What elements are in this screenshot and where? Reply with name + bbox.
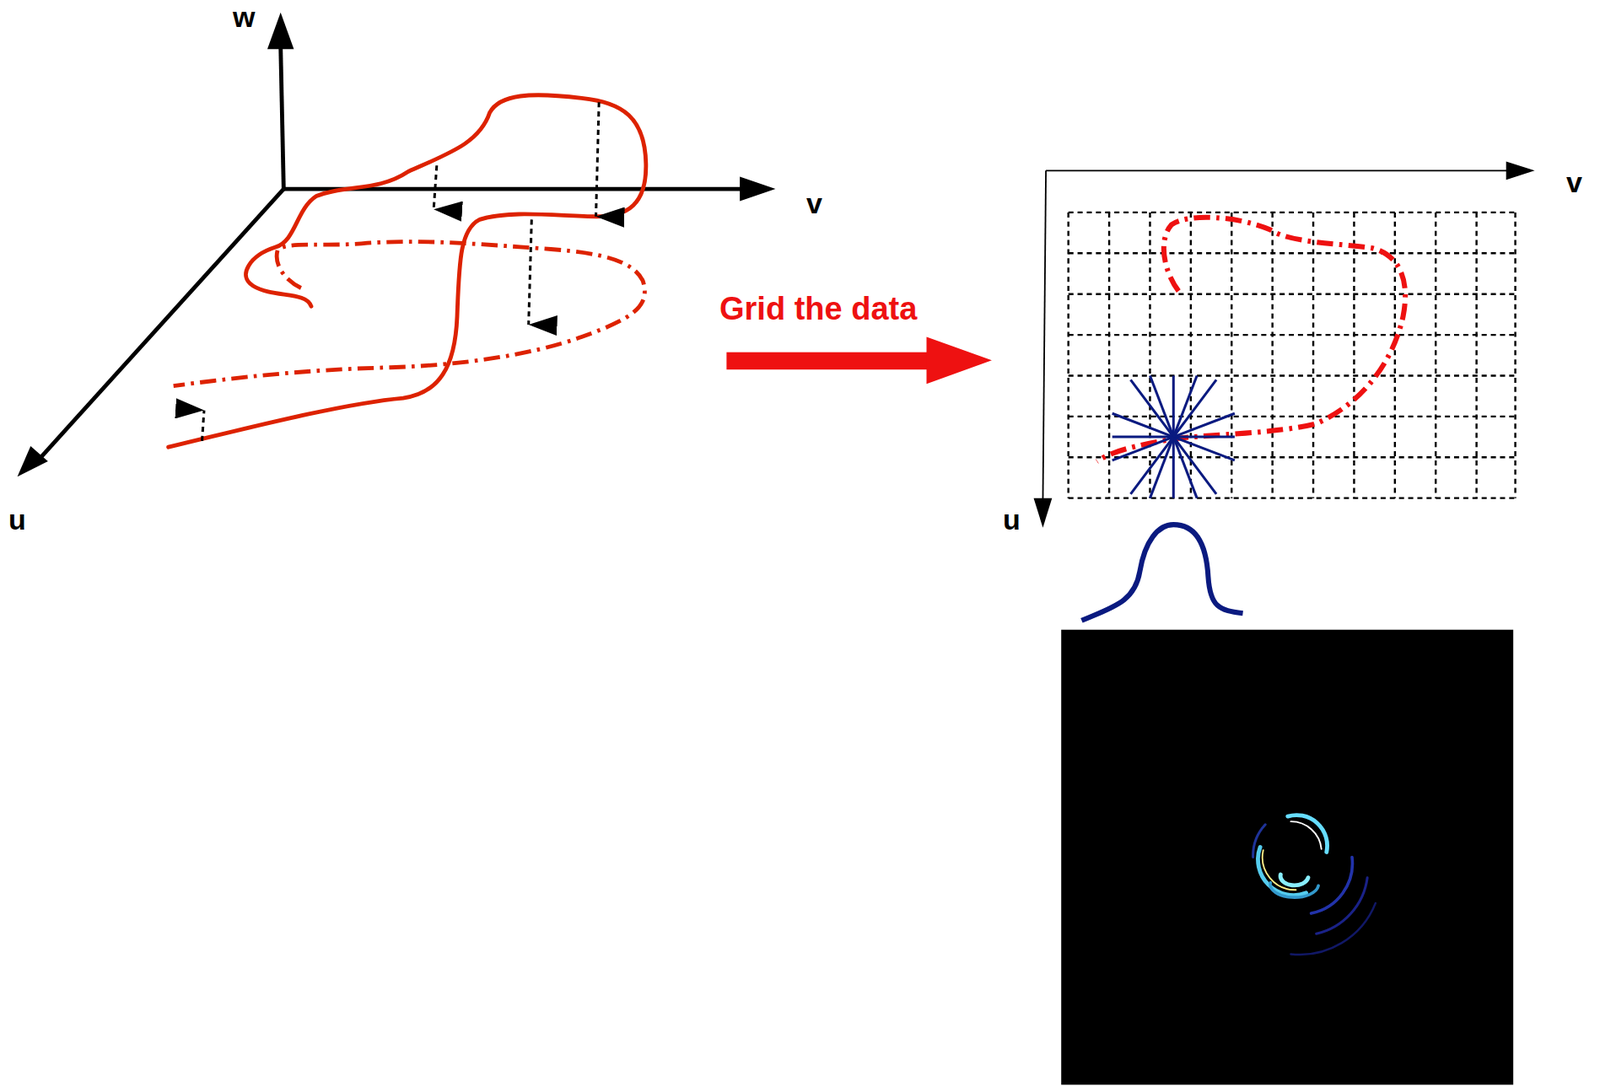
uvw-axes xyxy=(17,12,776,477)
projection-arrows xyxy=(202,102,600,442)
step-label: Grid the data xyxy=(719,291,917,328)
kernel-star xyxy=(1112,375,1235,498)
process-arrow xyxy=(726,337,992,385)
kernel-profile xyxy=(1081,524,1243,621)
axis-label: u xyxy=(1002,504,1021,536)
axis-label: v xyxy=(1566,167,1583,199)
uv-grid xyxy=(1068,212,1516,499)
dirty-image xyxy=(1061,630,1514,1086)
axis-label: v xyxy=(806,188,823,220)
projected-track xyxy=(173,242,646,387)
gridded-track xyxy=(1097,217,1407,462)
axis-label: w xyxy=(232,1,255,33)
uv-plane-axes xyxy=(1034,161,1536,528)
axis-label: u xyxy=(8,504,27,536)
uvw-track xyxy=(168,95,647,448)
